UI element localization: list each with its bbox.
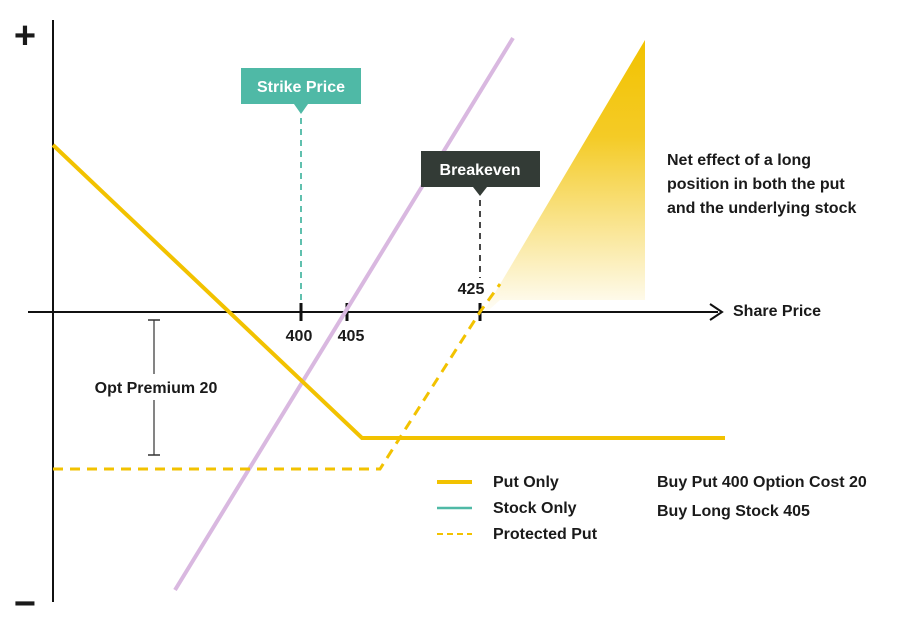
- tick-label-405: 405: [338, 328, 365, 345]
- note-buy-stock: Buy Long Stock 405: [657, 503, 810, 520]
- net-effect-area: [480, 40, 645, 318]
- breakeven-label: Breakeven: [440, 162, 521, 179]
- strike-price-callout: Strike Price: [241, 68, 361, 114]
- x-axis-arrow-icon: [709, 303, 724, 321]
- series-protected-put: [53, 283, 502, 471]
- strike-price-label: Strike Price: [257, 79, 345, 96]
- legend-label-stock-only: Stock Only: [493, 500, 577, 517]
- premium-label-bg: [86, 374, 226, 400]
- breakeven-callout: Breakeven: [421, 151, 540, 196]
- net-effect-line-2: position in both the put: [667, 176, 845, 193]
- premium-label: Opt Premium 20: [95, 380, 218, 397]
- legend-label-put-only: Put Only: [493, 474, 559, 491]
- legend: Put Only Stock Only Protected Put: [437, 474, 598, 543]
- legend-label-protected-put: Protected Put: [493, 526, 598, 543]
- note-buy-put: Buy Put 400 Option Cost 20: [657, 474, 867, 491]
- tick-label-425: 425: [458, 281, 485, 298]
- net-effect-line-1: Net effect of a long: [667, 152, 811, 169]
- net-effect-line-3: and the underlying stock: [667, 200, 856, 217]
- negative-axis-symbol: −: [14, 583, 36, 625]
- series-stock-only: [173, 36, 515, 592]
- series-put-only: [51, 143, 725, 440]
- tick-label-400: 400: [286, 328, 313, 345]
- positive-axis-symbol: +: [14, 15, 36, 57]
- x-axis-label: Share Price: [733, 303, 821, 320]
